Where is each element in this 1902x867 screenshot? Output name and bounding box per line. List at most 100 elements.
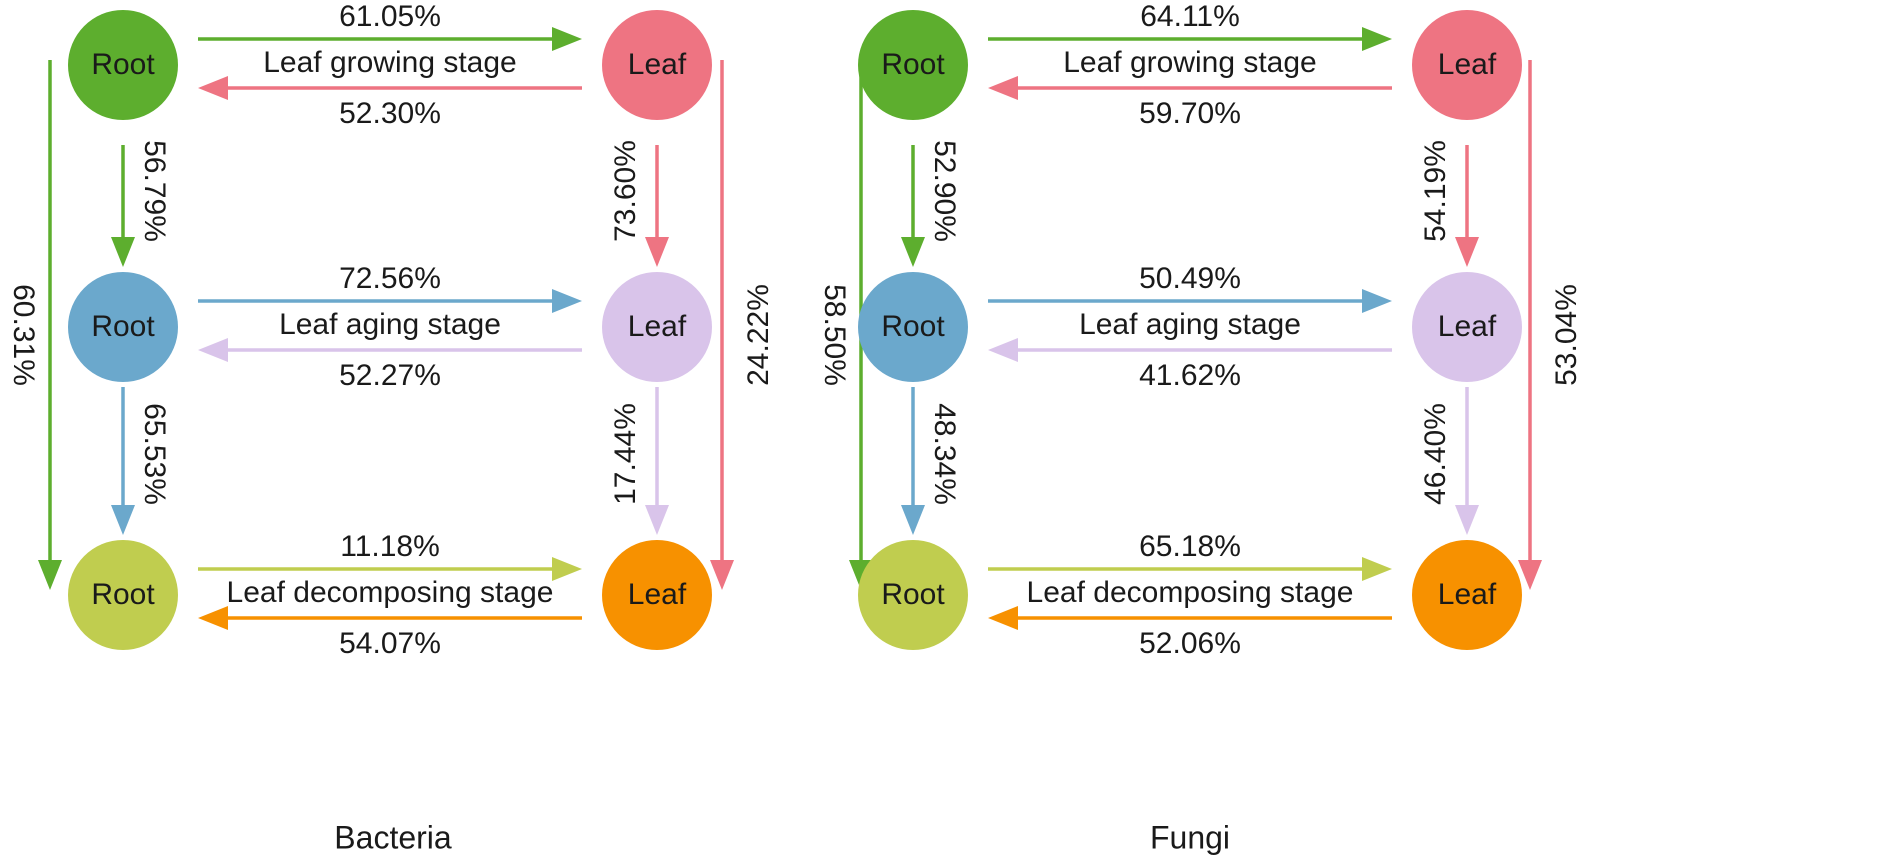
arrow-root-aging-to-decomposing-head <box>111 505 135 535</box>
node-circle-decomposing-leaf <box>1412 540 1522 650</box>
label-leaf-growing-to-aging: 73.60% <box>609 140 642 242</box>
node-label-aging-root: Root <box>881 310 945 343</box>
arrow-leaf-to-root-aging-head <box>988 338 1018 362</box>
arrow-root-to-leaf-growing <box>988 27 1392 51</box>
arrow-leaf-to-root-growing <box>988 76 1392 100</box>
node-circle-decomposing-leaf <box>602 540 712 650</box>
label-leaf-to-root-growing: 59.70% <box>1139 97 1241 130</box>
node-circle-aging-leaf <box>602 272 712 382</box>
node-circle-growing-root <box>68 10 178 120</box>
label-root-to-leaf-aging: 50.49% <box>1139 262 1241 295</box>
stage-label-decomposing: Leaf decomposing stage <box>227 576 554 609</box>
panel-title-fungi: Fungi <box>1150 819 1230 855</box>
node-circle-growing-leaf <box>1412 10 1522 120</box>
label-leaf-aging-to-decomposing: 17.44% <box>609 403 642 505</box>
node-label-aging-root: Root <box>91 310 155 343</box>
arrow-leaf-aging-to-decomposing <box>1455 387 1479 535</box>
label-leaf-aging-to-decomposing: 46.40% <box>1419 403 1452 505</box>
node-circle-decomposing-root <box>68 540 178 650</box>
arrow-root-to-leaf-aging <box>198 289 582 313</box>
arrow-root-growing-to-decomposing-head <box>38 560 62 590</box>
label-root-to-leaf-decomposing: 65.18% <box>1139 530 1241 563</box>
label-leaf-growing-to-decomposing: 24.22% <box>742 284 775 386</box>
arrow-root-growing-to-decomposing <box>38 60 62 590</box>
arrow-leaf-aging-to-decomposing <box>645 387 669 535</box>
stage-label-growing: Leaf growing stage <box>1063 46 1317 79</box>
node-circle-aging-root <box>858 272 968 382</box>
label-root-to-leaf-aging: 72.56% <box>339 262 441 295</box>
node-circle-growing-root <box>858 10 968 120</box>
arrow-leaf-growing-to-decomposing-head <box>1518 560 1542 590</box>
label-root-growing-to-decomposing: 60.31% <box>7 284 40 386</box>
node-circle-decomposing-root <box>858 540 968 650</box>
label-leaf-growing-to-aging: 54.19% <box>1419 140 1452 242</box>
arrow-leaf-growing-to-aging <box>645 145 669 267</box>
node-circle-aging-leaf <box>1412 272 1522 382</box>
arrow-root-growing-to-aging-head <box>111 237 135 267</box>
arrow-root-aging-to-decomposing <box>111 387 135 535</box>
label-root-to-leaf-growing: 61.05% <box>339 0 441 33</box>
label-root-to-leaf-growing: 64.11% <box>1140 0 1240 33</box>
label-root-growing-to-aging: 52.90% <box>928 140 961 242</box>
node-growing-leaf: Leaf <box>602 10 712 120</box>
arrow-root-to-leaf-growing-head <box>552 27 582 51</box>
node-circle-growing-leaf <box>602 10 712 120</box>
label-leaf-to-root-decomposing: 54.07% <box>339 627 441 660</box>
panel-bacteria: 61.05%Leaf growing stage52.30%72.56%Leaf… <box>7 0 775 855</box>
stage-label-aging: Leaf aging stage <box>1079 308 1301 341</box>
node-circle-aging-root <box>68 272 178 382</box>
panel-fungi: 64.11% Leaf growing stage 59.70% 50.49% Leaf… <box>818 0 1583 855</box>
label-leaf-to-root-decomposing: 52.06% <box>1139 627 1241 660</box>
arrow-root-to-leaf-growing-head <box>1362 27 1392 51</box>
node-label-decomposing-root: Root <box>91 578 155 611</box>
label-leaf-to-root-aging: 52.27% <box>339 359 441 392</box>
arrow-leaf-growing-to-decomposing <box>710 60 734 590</box>
arrow-leaf-to-root-decomposing <box>198 606 582 630</box>
stage-aging: 50.49% Leaf aging stage 41.62% <box>988 262 1392 392</box>
node-aging-leaf: Leaf <box>1412 272 1522 382</box>
label-root-to-leaf-decomposing: 11.18% <box>340 530 440 563</box>
arrow-root-growing-to-aging <box>111 145 135 267</box>
arrow-root-aging-to-decomposing-head <box>901 505 925 535</box>
arrow-leaf-growing-to-aging <box>1455 145 1479 267</box>
arrow-leaf-to-root-decomposing-head <box>198 606 228 630</box>
arrow-root-growing-to-aging <box>901 145 925 267</box>
arrow-leaf-to-root-decomposing <box>988 606 1392 630</box>
arrow-root-growing-to-aging-head <box>901 237 925 267</box>
arrow-leaf-growing-to-decomposing <box>1518 60 1542 590</box>
arrow-leaf-aging-to-decomposing-head <box>645 505 669 535</box>
arrow-root-to-leaf-growing <box>198 27 582 51</box>
stage-decomposing: 11.18% Leaf decomposing stage 54.07% <box>198 530 582 660</box>
label-leaf-growing-to-decomposing: 53.04% <box>1550 284 1583 386</box>
arrow-leaf-to-root-aging <box>198 338 582 362</box>
node-label-decomposing-leaf: Leaf <box>1438 578 1497 611</box>
node-growing-leaf: Leaf <box>1412 10 1522 120</box>
node-label-growing-root: Root <box>91 48 155 81</box>
label-leaf-to-root-aging: 41.62% <box>1139 359 1241 392</box>
stage-growing: 64.11% Leaf growing stage 59.70% <box>988 0 1392 130</box>
arrow-leaf-growing-to-decomposing-head <box>710 560 734 590</box>
arrow-leaf-to-root-growing-head <box>198 76 228 100</box>
node-label-growing-leaf: Leaf <box>1438 48 1497 81</box>
arrow-leaf-growing-to-aging-head <box>645 237 669 267</box>
label-root-aging-to-decomposing: 65.53% <box>138 403 171 505</box>
node-label-decomposing-root: Root <box>881 578 945 611</box>
arrow-root-to-leaf-decomposing-head <box>552 557 582 581</box>
arrow-root-to-leaf-decomposing-head <box>1362 557 1392 581</box>
arrow-leaf-to-root-aging-head <box>198 338 228 362</box>
panel-title-bacteria: Bacteria <box>334 819 452 855</box>
node-decomposing-leaf: Leaf <box>1412 540 1522 650</box>
node-aging-root: Root <box>858 272 968 382</box>
label-root-growing-to-aging: 56.79% <box>138 140 171 242</box>
node-aging-leaf: Leaf <box>602 272 712 382</box>
node-growing-root: Root <box>858 10 968 120</box>
arrow-leaf-growing-to-aging-head <box>1455 237 1479 267</box>
arrow-leaf-to-root-growing <box>198 76 582 100</box>
arrow-leaf-aging-to-decomposing-head <box>1455 505 1479 535</box>
arrow-root-to-leaf-decomposing <box>988 557 1392 581</box>
stage-label-growing: Leaf growing stage <box>263 46 517 79</box>
stage-label-aging: Leaf aging stage <box>279 308 501 341</box>
